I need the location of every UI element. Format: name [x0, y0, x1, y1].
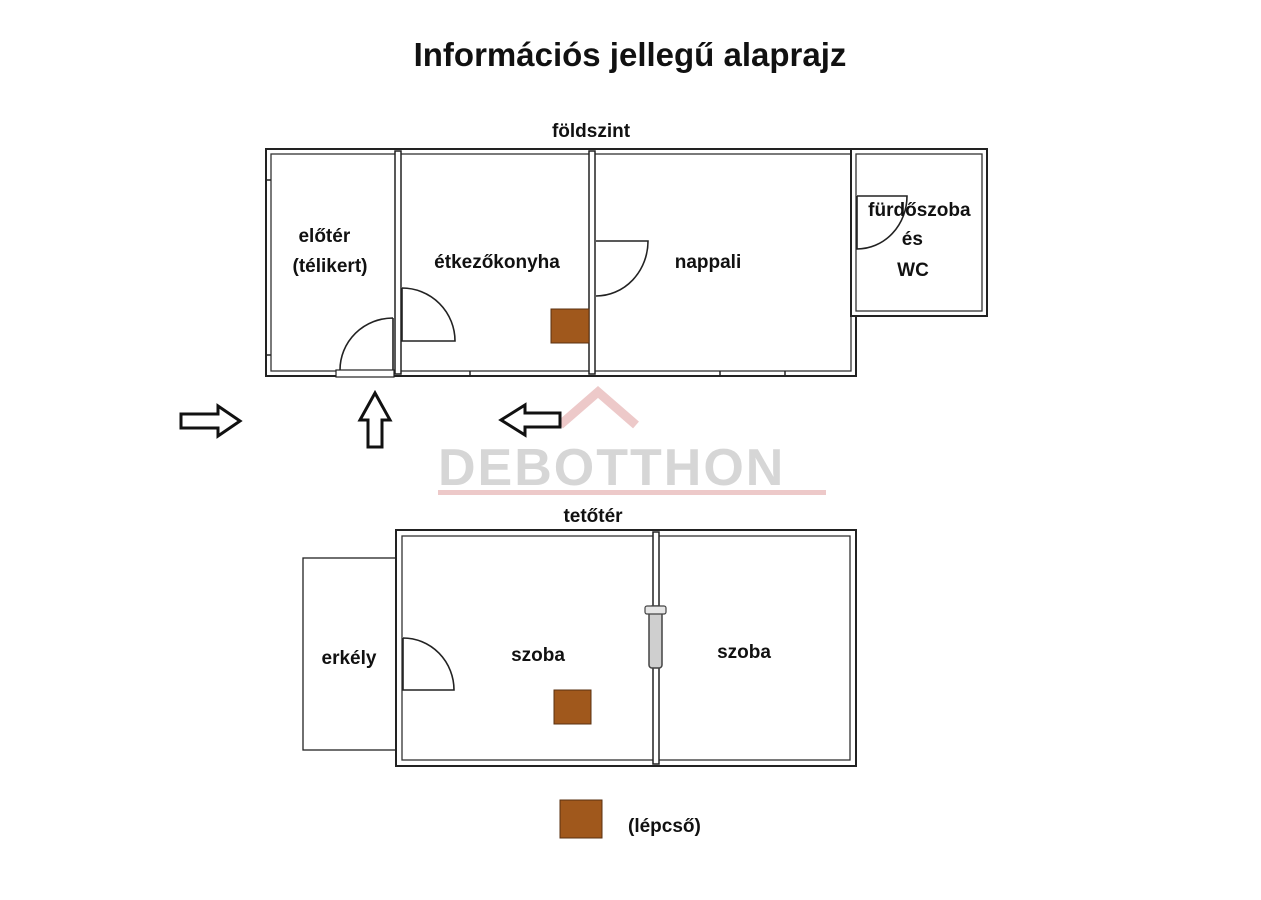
balcony-outline	[302, 557, 398, 751]
chimney-icon	[648, 605, 663, 669]
partition-wall-2	[588, 150, 596, 375]
attic-label: tetőtér	[563, 506, 623, 527]
arrow-right-icon	[179, 403, 243, 439]
arrow-up-icon	[357, 389, 393, 449]
room-label-furdoszoba: fürdőszoba és WC	[868, 200, 976, 281]
ground-floor-plan: előtér (télikert) étkezőkonyha nappali f…	[265, 148, 988, 378]
balcony-door	[402, 637, 455, 691]
legend: (lépcső)	[559, 799, 701, 839]
room-label-etkezokonyha: étkezőkonyha	[434, 252, 560, 273]
attic-outer-wall	[395, 529, 857, 767]
room-label-szoba-1: szoba	[511, 645, 565, 666]
room-label-eloter: előtér (télikert)	[293, 226, 368, 277]
stair-icon	[550, 308, 590, 344]
entrance-door	[335, 317, 395, 378]
legend-stair-swatch	[559, 799, 603, 839]
room-label-nappali: nappali	[675, 252, 742, 273]
attic-stair-icon	[553, 689, 592, 725]
entrance-arrows	[179, 389, 562, 449]
room-label-erkely: erkély	[322, 648, 377, 669]
page-title: Információs jellegű alaprajz	[414, 36, 847, 73]
living-room-door	[595, 240, 649, 297]
ground-floor-label: földszint	[552, 121, 631, 142]
kitchen-door	[401, 287, 456, 342]
attic-plan: erkély szoba szoba	[302, 529, 857, 767]
watermark-underline	[438, 490, 826, 495]
watermark-text: DEBOTTHON	[438, 439, 785, 497]
partition-wall-1	[394, 150, 402, 375]
room-label-szoba-2: szoba	[717, 642, 771, 663]
attic-inner-wall	[401, 535, 851, 761]
bathroom-inner-wall	[855, 153, 983, 312]
watermark-roof-icon	[557, 386, 639, 429]
bathroom-outer-wall	[850, 148, 988, 317]
watermark: DEBOTTHON	[438, 386, 826, 497]
legend-stair-label: (lépcső)	[628, 816, 701, 837]
arrow-left-icon	[498, 402, 562, 438]
bathroom-door	[856, 195, 908, 250]
